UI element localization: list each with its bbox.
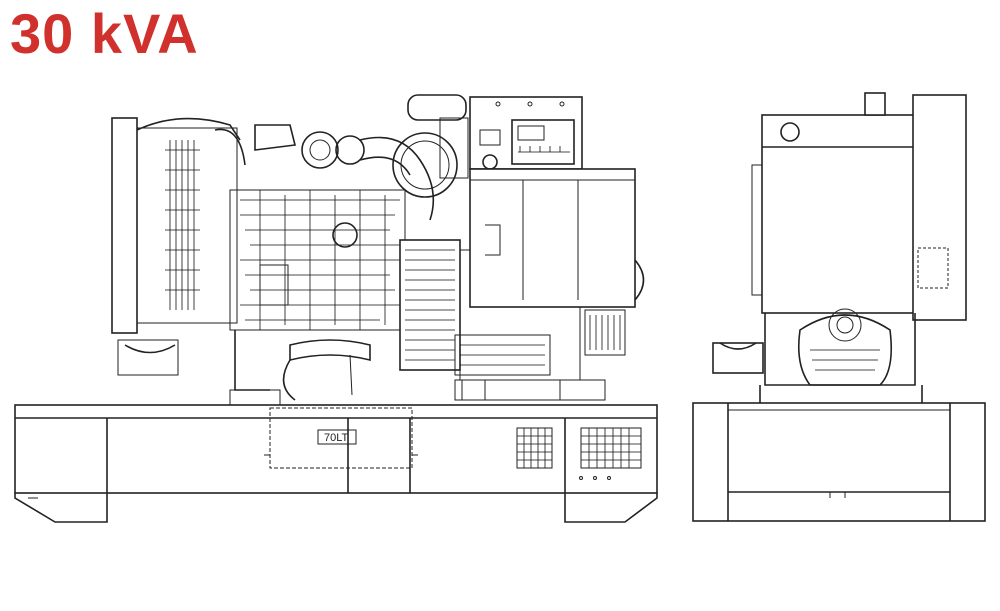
generator-side-view: 70LT xyxy=(14,94,658,523)
end-view-engine-mount xyxy=(712,308,923,403)
base-frame xyxy=(14,404,658,523)
control-module-icon xyxy=(511,119,575,165)
end-view-base xyxy=(692,402,986,522)
alternator xyxy=(399,239,626,401)
generator-end-view xyxy=(692,92,986,522)
radiator xyxy=(111,117,241,376)
power-rating-title: 30 kVA xyxy=(10,2,199,65)
air-filter xyxy=(359,94,469,221)
engine xyxy=(214,124,406,406)
base-grille-left xyxy=(516,427,553,469)
base-grille-right xyxy=(579,427,642,480)
control-panel-housing xyxy=(469,96,645,308)
fuel-tank: 70LT xyxy=(264,407,418,469)
battery-icon xyxy=(712,342,764,374)
end-view-housing xyxy=(751,92,967,321)
fuel-tank-capacity-label: 70LT xyxy=(324,432,349,444)
control-panel-display-icon xyxy=(479,129,501,146)
